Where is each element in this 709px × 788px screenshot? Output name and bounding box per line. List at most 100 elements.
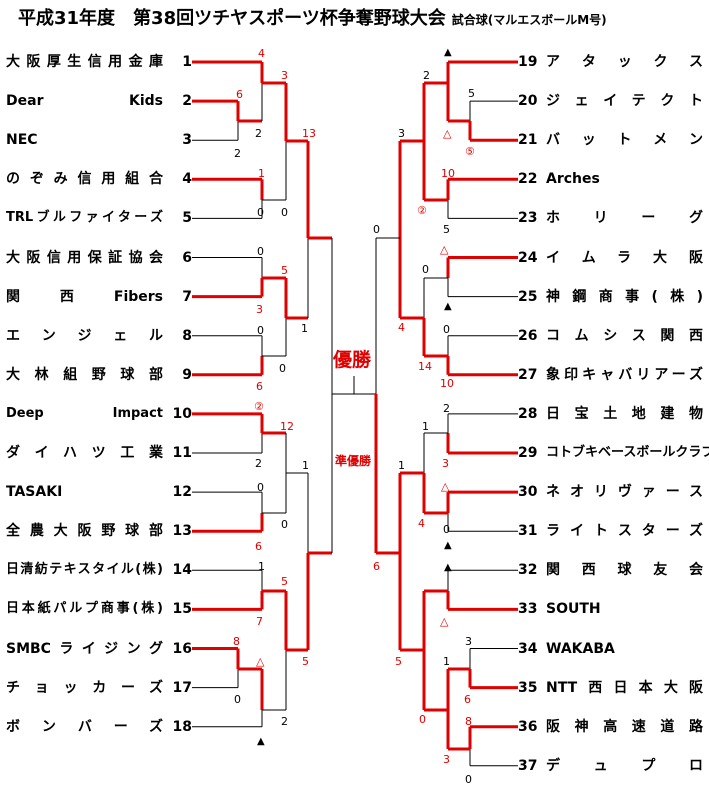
score-label: 1 [302, 459, 309, 472]
champion-label: 優勝 [333, 349, 372, 371]
score-label: 0 [443, 523, 450, 536]
left-team-name: のぞみ信用組合 [6, 171, 163, 188]
score-label: 1 [398, 459, 405, 472]
right-team-number: 31 [518, 523, 538, 540]
score-label: 0 [281, 518, 288, 531]
left-team-name: ダイハツ工業 [6, 445, 163, 461]
score-label: 3 [256, 303, 263, 316]
score-label: 3 [465, 635, 472, 648]
left-team-number: 4 [182, 171, 192, 188]
score-label: 0 [257, 245, 264, 258]
left-team-name: TRLブルファイターズ [6, 210, 163, 226]
score-label: 13 [302, 127, 316, 140]
right-team-number: 25 [518, 288, 538, 305]
left-team-number: 15 [172, 601, 192, 618]
right-team-name: デュプロ [546, 757, 703, 774]
page-subtitle: 試合球(マルエスボールM号) [451, 13, 607, 27]
score-label: 0 [373, 223, 380, 236]
runnerup-label: 準優勝 [335, 454, 372, 468]
right-team-name: ホリーグ [546, 210, 703, 227]
score-label: 5 [302, 655, 309, 668]
score-label: 1 [258, 560, 265, 573]
score-label: △ [441, 480, 450, 493]
right-team-number: 26 [518, 327, 538, 344]
score-label: 6 [255, 540, 262, 553]
left-team-name: Deep Impact [6, 405, 163, 421]
right-team-name: アタックス [546, 54, 703, 70]
right-team-name: NTT西日本大阪 [546, 679, 703, 696]
left-team-name: SMBCライジング [6, 640, 163, 657]
score-label: 5 [443, 223, 450, 236]
left-team-number: 18 [172, 718, 192, 735]
right-team-number: 33 [518, 601, 538, 618]
score-label: 1 [422, 420, 429, 433]
right-team-number: 19 [518, 54, 538, 70]
score-label: 1 [258, 167, 265, 180]
triangle-marker-icon: ▲ [257, 736, 265, 747]
score-label: 12 [280, 420, 294, 433]
right-team-number: 20 [518, 93, 538, 110]
right-team-number: 37 [518, 757, 538, 774]
right-team-number: 24 [518, 249, 538, 266]
right-team-name: 日宝土地建物 [546, 405, 703, 422]
left-team-name: 日清紡テキスタイル(株) [6, 562, 163, 578]
left-team-number: 16 [172, 640, 192, 657]
left-team-number: 5 [182, 210, 192, 227]
right-team-number: 35 [518, 679, 538, 696]
score-label: 4 [418, 517, 425, 530]
score-label: 0 [465, 773, 472, 786]
left-team-name: 全農大阪野球部 [6, 523, 163, 540]
right-team-number: 30 [518, 484, 538, 501]
right-team-name: バットメン [546, 132, 703, 149]
right-team-name: イムラ大阪 [546, 249, 703, 266]
left-team-number: 14 [172, 562, 192, 579]
right-team-number: 28 [518, 405, 538, 422]
right-team-number: 34 [518, 640, 538, 657]
score-label: 2 [443, 402, 450, 415]
score-label: 4 [398, 321, 405, 334]
score-label: 2 [281, 715, 288, 728]
left-team-number: 3 [182, 132, 192, 149]
score-label: 2 [234, 147, 241, 160]
score-label: 1 [443, 655, 450, 668]
score-label: 1 [301, 322, 308, 335]
title-text: 平成31年度 第38回ツチヤスポーツ杯争奪野球大会 [18, 8, 446, 29]
right-team-name: 神鋼商事(株) [546, 288, 703, 305]
right-team-number: 27 [518, 366, 538, 383]
left-team-number: 17 [172, 679, 192, 696]
right-team-name: 関西球友会 [546, 562, 703, 579]
left-team-number: 7 [182, 288, 192, 305]
score-label: 14 [418, 360, 432, 373]
score-label: △ [440, 243, 449, 256]
left-team-number: 6 [182, 249, 192, 266]
right-team-name: コムシス関西 [546, 327, 703, 344]
left-team-name: チョッカーズ [6, 679, 163, 696]
left-team-number: 10 [172, 405, 192, 422]
score-label: 5 [395, 655, 402, 668]
left-team-name: NEC [6, 132, 38, 149]
score-label: 3 [398, 127, 405, 140]
score-label: 6 [373, 560, 380, 573]
score-label: 0 [257, 324, 264, 337]
left-team-name: 大阪厚生信用金庫 [6, 54, 163, 70]
score-label: 5 [281, 264, 288, 277]
score-label: 5 [468, 87, 475, 100]
right-team-number: 36 [518, 718, 538, 735]
score-label: 5 [281, 575, 288, 588]
score-label: △ [256, 655, 265, 668]
right-team-name: WAKABA [546, 640, 615, 657]
score-label: 2 [255, 127, 262, 140]
score-label: 0 [234, 693, 241, 706]
right-team-name: SOUTH [546, 601, 601, 618]
score-label: 0 [279, 362, 286, 375]
right-team-number: 23 [518, 210, 538, 227]
score-label: 2 [255, 457, 262, 470]
right-team-name: コトブキベースボールクラブ [546, 445, 709, 460]
score-label: 0 [419, 713, 426, 726]
score-label: 7 [256, 615, 263, 628]
score-label: ② [417, 204, 427, 217]
score-label: 3 [442, 457, 449, 470]
score-label: △ [440, 615, 449, 628]
